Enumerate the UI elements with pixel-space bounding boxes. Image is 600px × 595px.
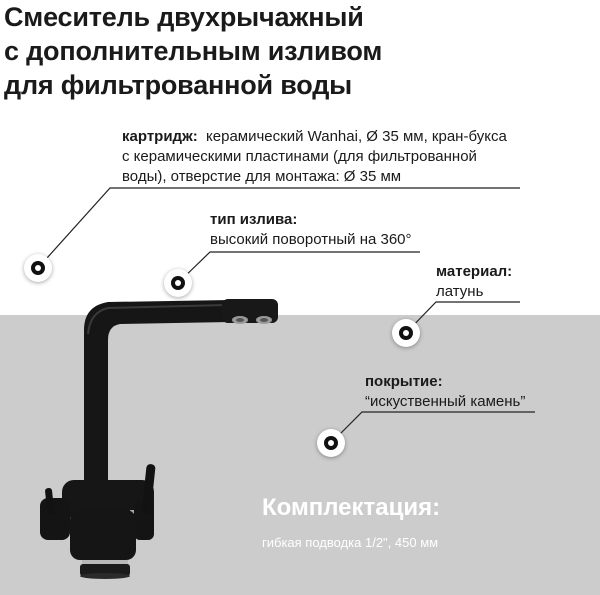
- spout-value: высокий поворотный на 360°: [210, 231, 412, 248]
- spout-label: тип излива:: [210, 211, 298, 228]
- material-value: латунь: [436, 283, 484, 300]
- cartridge-label: картридж:: [122, 128, 198, 145]
- coating-label: покрытие:: [365, 373, 443, 390]
- coating-spec: покрытие: “искуственный камень”: [365, 372, 525, 412]
- callout-marker-icon: [24, 254, 52, 282]
- cartridge-line-2: с керамическими пластинами (для фильтров…: [122, 148, 477, 165]
- faucet-body: [40, 299, 278, 579]
- leader-line-material: [405, 301, 520, 334]
- leader-line-cartridge: [37, 187, 520, 269]
- material-spec: материал: латунь: [436, 262, 512, 302]
- product-title: Смеситель двухрычажный с дополнительным …: [4, 0, 382, 102]
- cartridge-spec: картридж: керамический Wanhai, Ø 35 мм, …: [122, 127, 507, 187]
- leader-lines: [37, 187, 535, 444]
- kit-title: Комплектация:: [262, 494, 441, 521]
- kit-value: гибкая подводка 1/2", 450 мм: [262, 535, 439, 550]
- leader-line-coating: [330, 411, 535, 444]
- title-line-3: для фильтрованной воды: [4, 70, 352, 100]
- callout-marker-icon: [164, 269, 192, 297]
- callout-marker-icon: [392, 319, 420, 347]
- title-line-2: с дополнительным изливом: [4, 36, 383, 66]
- title-line-1: Смеситель двухрычажный: [4, 2, 364, 32]
- coating-value: “искуственный камень”: [365, 393, 526, 410]
- material-label: материал:: [436, 263, 513, 280]
- leader-line-spout: [177, 251, 420, 284]
- cartridge-line-3: воды), отверстие для монтажа: Ø 35 мм: [122, 168, 402, 185]
- callout-marker-icon: [317, 429, 345, 457]
- cartridge-line-1: керамический Wanhai, Ø 35 мм, кран-букса: [206, 128, 507, 145]
- spout-spec: тип излива: высокий поворотный на 360°: [210, 210, 412, 250]
